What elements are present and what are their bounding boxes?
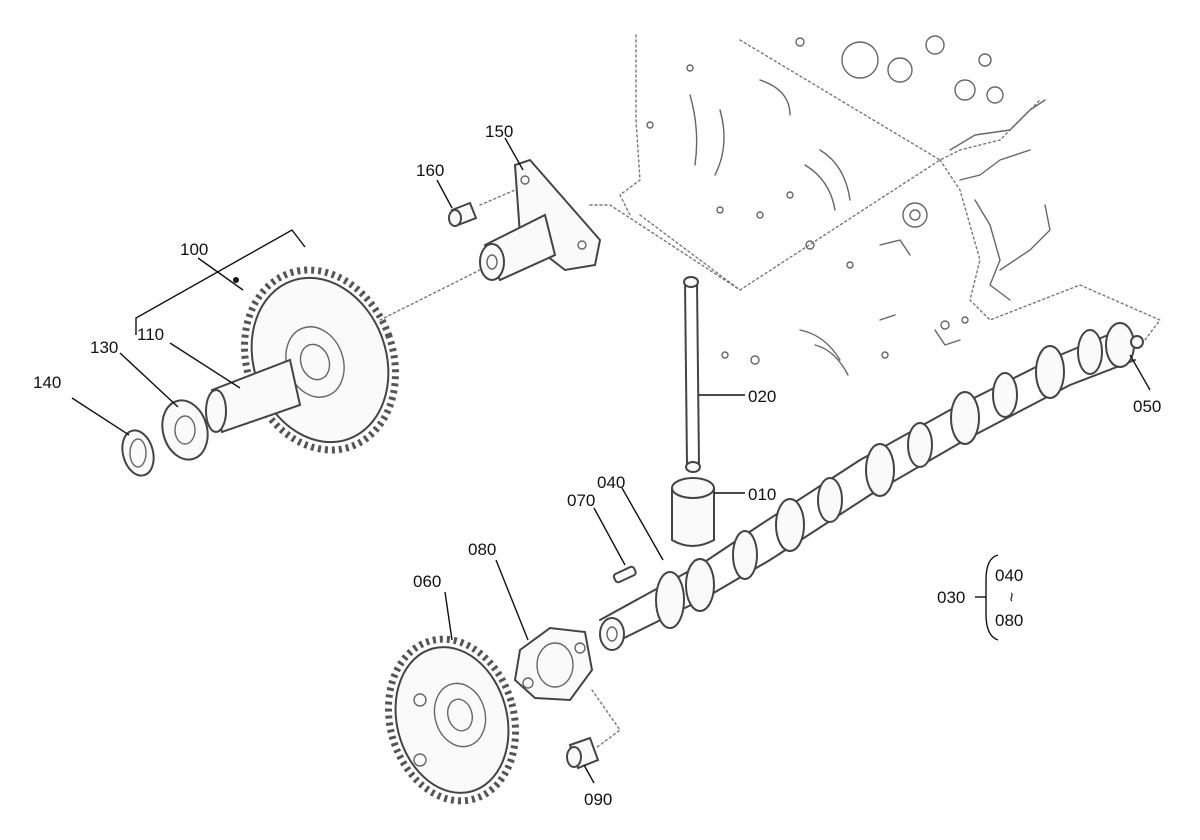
label-070: 070 bbox=[567, 491, 595, 510]
cam-gear-060 bbox=[384, 635, 520, 805]
label-030-group-top: 040 bbox=[995, 566, 1023, 585]
label-090: 090 bbox=[584, 790, 612, 809]
label-010: 010 bbox=[748, 485, 776, 504]
label-050: 050 bbox=[1133, 397, 1161, 416]
label-030: 030 bbox=[937, 588, 965, 607]
idle-gear-100 bbox=[233, 266, 481, 454]
leader-lines bbox=[71, 137, 1151, 784]
bolt-160 bbox=[448, 189, 516, 227]
label-130: 130 bbox=[90, 338, 118, 357]
push-rod-020 bbox=[683, 276, 701, 473]
label-020: 020 bbox=[748, 387, 776, 406]
label-100: 100 bbox=[180, 240, 208, 259]
label-030-group-range: ~ bbox=[1002, 592, 1021, 602]
label-030-group-bottom: 080 bbox=[995, 611, 1023, 630]
plug-050 bbox=[1130, 335, 1144, 349]
camshaft bbox=[599, 322, 1136, 651]
circlip-140 bbox=[121, 429, 155, 477]
collar-130 bbox=[161, 399, 209, 461]
screw-090 bbox=[566, 689, 621, 770]
key-070 bbox=[612, 565, 637, 584]
tappet-010 bbox=[671, 477, 715, 547]
label-150: 150 bbox=[485, 122, 513, 141]
label-160: 160 bbox=[416, 161, 444, 180]
label-110: 110 bbox=[137, 325, 164, 344]
stopper-plate-080 bbox=[513, 626, 594, 702]
idle-shaft-housing-150 bbox=[479, 158, 602, 282]
label-060: 060 bbox=[413, 572, 441, 591]
label-140: 140 bbox=[33, 373, 61, 392]
label-040: 040 bbox=[597, 473, 625, 492]
engine-block bbox=[589, 34, 1162, 376]
label-080: 080 bbox=[468, 540, 496, 559]
bushing-110 bbox=[205, 358, 302, 434]
